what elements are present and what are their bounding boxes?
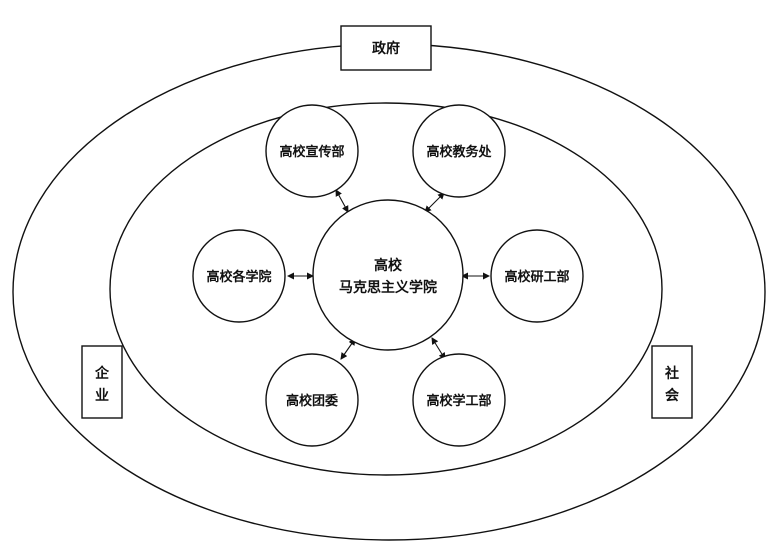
society-box: 社 会: [651, 345, 693, 419]
arrow-center-top-right: [424, 192, 445, 213]
enterprise-label-char-1: 企: [94, 365, 110, 382]
enterprise-label-char-2: 业: [95, 388, 109, 404]
arrow-center-bottom-left: [340, 338, 356, 360]
node-student-affairs-label: 高校学工部: [426, 393, 491, 409]
node-publicity-dept: 高校宣传部: [265, 104, 359, 198]
society-label-char-2: 会: [665, 387, 680, 404]
arrow-center-top-left: [335, 189, 349, 213]
node-youth-league-label: 高校团委: [286, 393, 338, 409]
government-box: 政府: [340, 25, 432, 71]
node-youth-league: 高校团委: [265, 353, 359, 447]
enterprise-box: 企 业: [81, 345, 123, 419]
node-graduate-affairs-label: 高校研工部: [504, 269, 569, 285]
society-label-char-1: 社: [664, 365, 679, 382]
node-academic-affairs: 高校教务处: [412, 104, 506, 198]
node-colleges-label: 高校各学院: [206, 269, 271, 285]
node-student-affairs: 高校学工部: [412, 353, 506, 447]
center-node: 高校 马克思主义学院: [312, 199, 464, 351]
arrow-center-bottom-right: [431, 337, 446, 360]
center-label-line2: 马克思主义学院: [339, 279, 437, 296]
node-colleges: 高校各学院: [192, 229, 286, 323]
center-label-line1: 高校: [374, 257, 403, 274]
node-academic-affairs-label: 高校教务处: [426, 144, 492, 160]
node-publicity-dept-label: 高校宣传部: [279, 144, 344, 160]
node-graduate-affairs: 高校研工部: [490, 229, 584, 323]
government-label: 政府: [372, 40, 400, 57]
